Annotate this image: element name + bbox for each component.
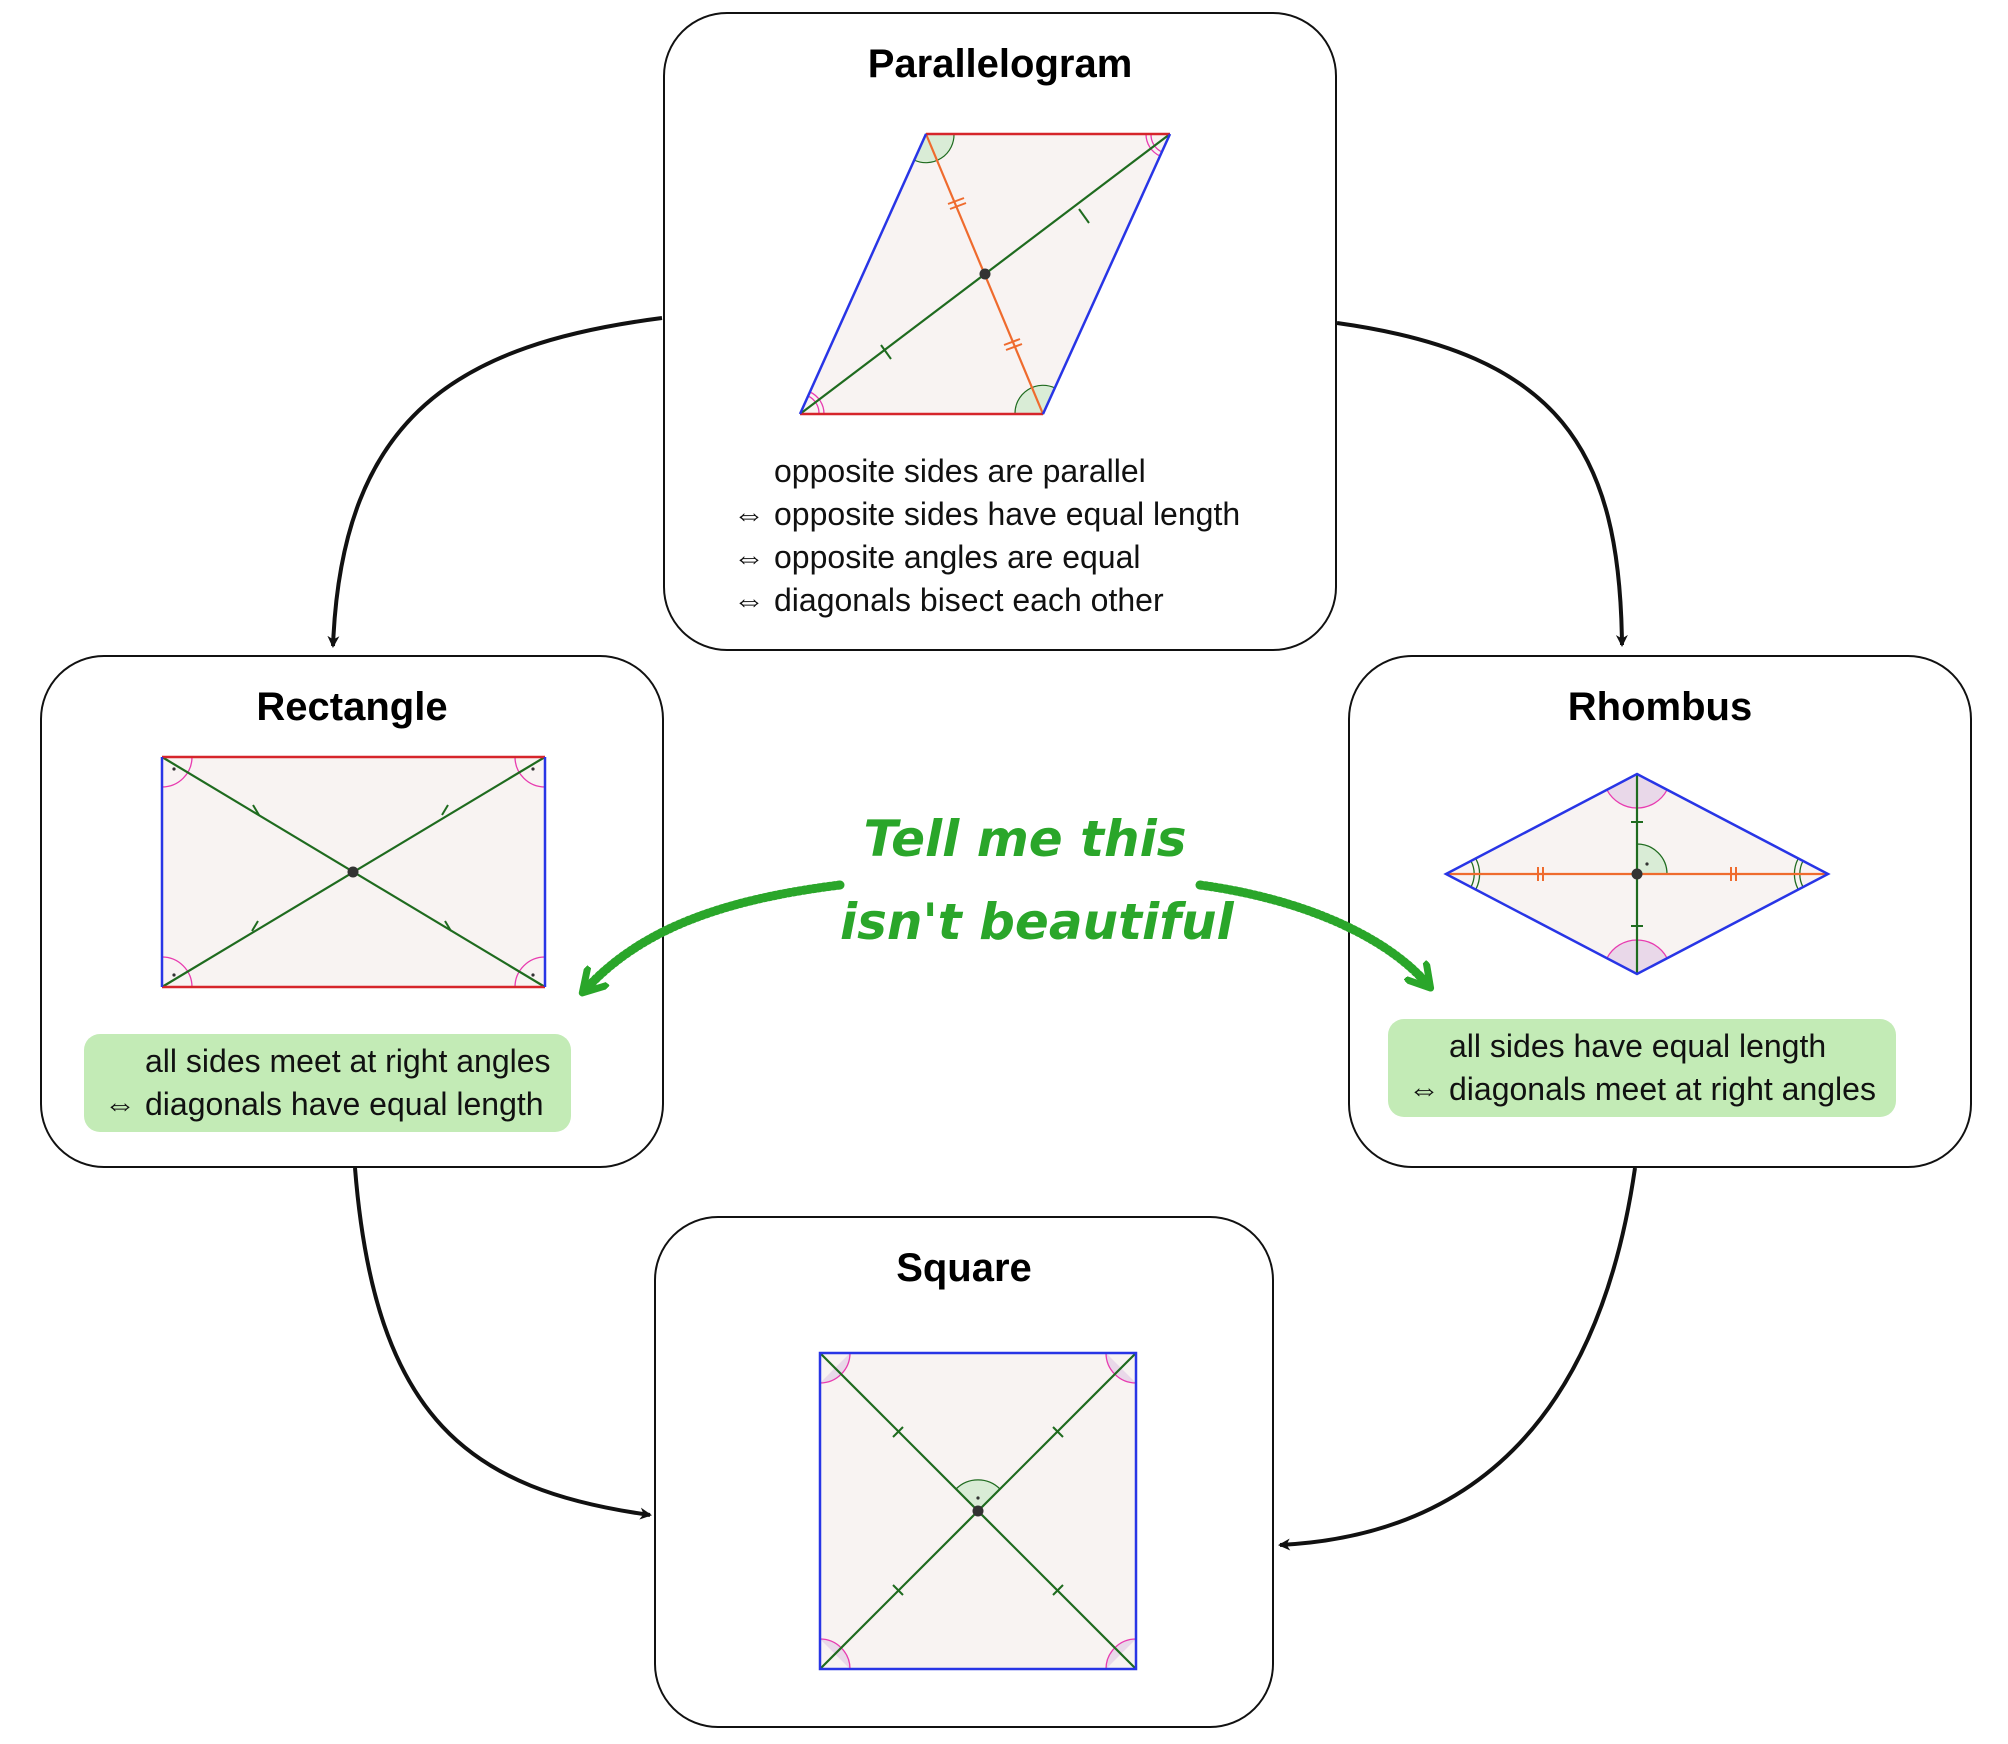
annotation-line-1: Tell me this xyxy=(863,810,1187,868)
arrow-parallelogram-to-rectangle xyxy=(327,316,663,648)
square-figure xyxy=(818,1351,1138,1671)
arrow-rectangle-to-square xyxy=(353,1167,652,1520)
annotation-arrow-right xyxy=(1195,880,1428,985)
property-row: opposite sides are parallel xyxy=(774,453,1146,489)
square-card: Square xyxy=(654,1216,1274,1728)
property-row: ⇔opposite angles are equal xyxy=(733,539,1141,575)
square-title: Square xyxy=(896,1246,1032,1290)
rhombus-title: Rhombus xyxy=(1567,685,1753,729)
rhombus-properties: all sides have equal length ⇔diagonals m… xyxy=(1388,1019,1896,1117)
property-row: ⇔diagonals have equal length xyxy=(104,1086,544,1122)
parallelogram-card: Parallelogram opposite sides are parall xyxy=(663,12,1337,651)
parallelogram-figure xyxy=(798,132,1172,416)
arrow-parallelogram-to-rhombus xyxy=(1336,321,1628,647)
rectangle-figure xyxy=(160,755,547,989)
parallelogram-properties: opposite sides are parallel ⇔opposite si… xyxy=(733,450,1240,622)
parallelogram-title: Parallelogram xyxy=(867,42,1133,86)
rhombus-figure xyxy=(1443,772,1831,976)
rectangle-card: Rectangle all sides meet at right angle xyxy=(40,655,664,1168)
property-row: ⇔opposite sides have equal length xyxy=(733,496,1241,532)
annotation-line-2: isn't beautiful xyxy=(840,893,1234,951)
property-row: ⇔diagonals bisect each other xyxy=(733,582,1164,618)
annotation-arrow-left xyxy=(585,880,845,990)
property-row: all sides meet at right angles xyxy=(145,1043,551,1079)
property-row: ⇔diagonals meet at right angles xyxy=(1408,1071,1876,1107)
property-row: all sides have equal length xyxy=(1449,1028,1827,1064)
rhombus-card: Rhombus all sides have equal length ⇔dia xyxy=(1348,655,1972,1168)
rectangle-properties: all sides meet at right angles ⇔diagonal… xyxy=(84,1034,571,1132)
arrow-rhombus-to-square xyxy=(1278,1167,1637,1551)
rectangle-title: Rectangle xyxy=(256,685,448,729)
